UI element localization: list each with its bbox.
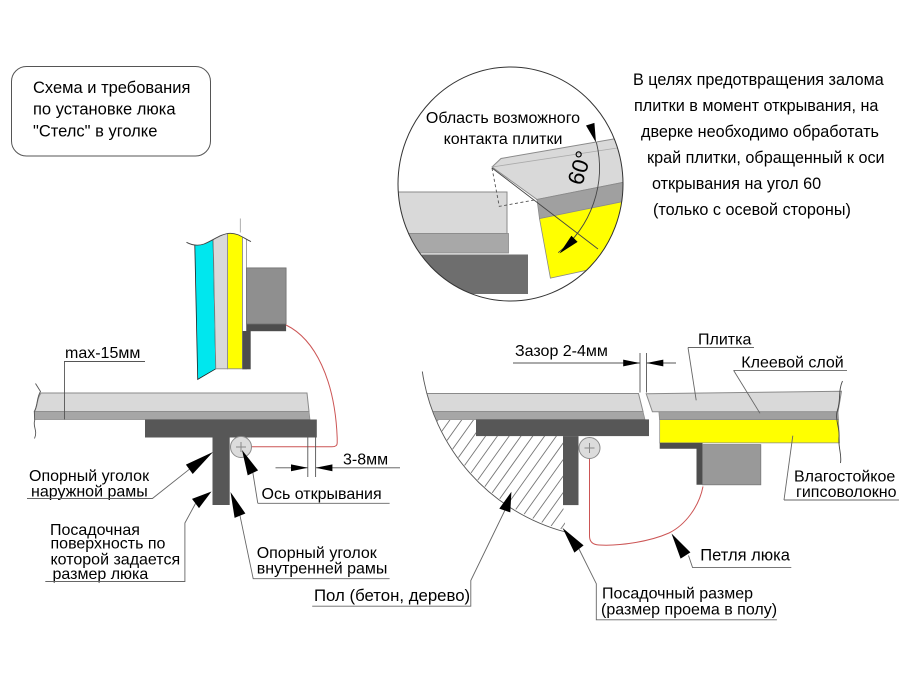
svg-text:Петля люка: Петля люка xyxy=(700,547,790,565)
svg-text:Область возможного: Область возможного xyxy=(426,110,580,127)
svg-text:поверхность по: поверхность по xyxy=(51,536,166,553)
svg-text:В целях предотвращения залома: В целях предотвращения залома xyxy=(633,71,884,89)
svg-text:наружной рамы: наружной рамы xyxy=(31,484,148,501)
svg-text:Пол (бетон, дерево): Пол (бетон, дерево) xyxy=(314,586,470,605)
svg-text:(только с осевой стороны): (только с осевой стороны) xyxy=(653,201,851,219)
svg-text:Опорный уголок: Опорный уголок xyxy=(257,545,378,562)
svg-text:плитки в момент открывания, на: плитки в момент открывания, на xyxy=(634,97,878,115)
svg-text:внутренней рамы: внутренней рамы xyxy=(257,561,388,578)
svg-text:Зазор 2-4мм: Зазор 2-4мм xyxy=(515,343,608,360)
svg-text:гипсоволокно: гипсоволокно xyxy=(796,484,897,501)
svg-text:Посадочный размер: Посадочный размер xyxy=(602,586,753,603)
svg-text:край плитки, обращенный к оси: край плитки, обращенный к оси xyxy=(647,149,885,167)
svg-text:Плитка: Плитка xyxy=(698,332,751,349)
svg-text:max-15мм: max-15мм xyxy=(65,345,140,362)
svg-text:Клеевой слой: Клеевой слой xyxy=(741,355,843,372)
svg-text:по установке люка: по установке люка xyxy=(33,101,176,119)
svg-text:контакта плитки: контакта плитки xyxy=(444,131,563,148)
svg-text:Влагостойкое: Влагостойкое xyxy=(794,469,895,486)
svg-text:Ось открывания: Ось открывания xyxy=(262,486,382,503)
svg-text:открывания на угол 60: открывания на угол 60 xyxy=(652,175,821,193)
svg-text:Опорный уголок: Опорный уголок xyxy=(29,468,150,485)
svg-text:(размер проема в полу): (размер проема в полу) xyxy=(601,602,777,619)
svg-text:дверке необходимо обработать: дверке необходимо обработать xyxy=(641,123,879,141)
svg-text:которой задается: которой задается xyxy=(51,552,181,569)
svg-text:размер люка: размер люка xyxy=(53,566,149,583)
svg-text:Посадочная: Посадочная xyxy=(50,522,140,539)
svg-text:3-8мм: 3-8мм xyxy=(343,452,388,469)
svg-text:"Стелс" в уголке: "Стелс" в уголке xyxy=(33,122,157,140)
svg-text:Схема и требования: Схема и требования xyxy=(33,79,190,97)
